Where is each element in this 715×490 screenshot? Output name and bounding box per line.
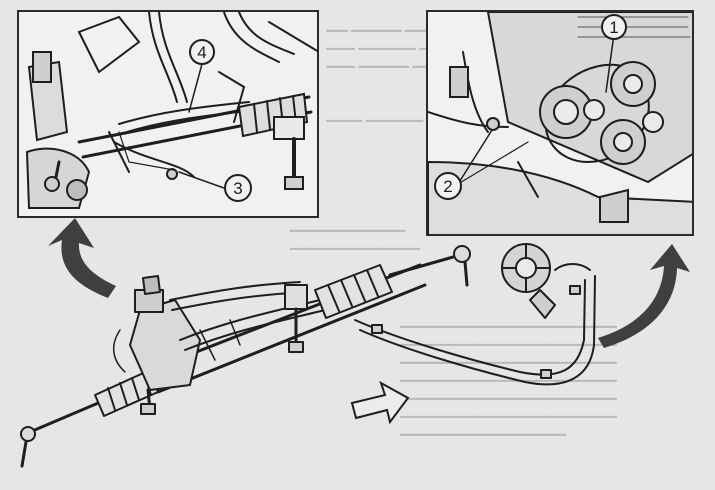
- faded-page-text: ━━━ ━━━━━━━ ━━━━━━━━ ━━━━━━━━ ━━━━━━━━━━…: [326, 24, 426, 128]
- faded-page-text: ━━━━━━━━━━━━━━━━━━━━━━━━━━━━━━━━━━: [290, 224, 421, 256]
- callout-2: 2: [434, 172, 462, 200]
- inset-pump-mount-detail: 1 2: [426, 10, 694, 236]
- faded-page-text: ━━━━━━━━━━━━━━━━━━━━━━━━━━━━━━━━━━━━━━━━…: [400, 320, 617, 442]
- callout-3: 3: [224, 174, 252, 202]
- callout-1-label: 1: [609, 18, 618, 37]
- rack-mount-drawing: 4 3: [25, 12, 317, 209]
- callout-4: 4: [189, 39, 215, 65]
- direction-arrow-icon: [350, 380, 410, 425]
- callout-4-label: 4: [197, 43, 206, 62]
- pointer-arrow-right-icon: [598, 244, 690, 348]
- callout-2-label: 2: [443, 177, 452, 196]
- inset-rack-mount-detail: 4 3: [17, 10, 319, 218]
- pump-mount-drawing: 1 2: [428, 12, 692, 234]
- pointer-arrow-left-icon: [48, 218, 116, 298]
- steering-rack: [20, 243, 596, 468]
- callout-3-label: 3: [233, 179, 242, 198]
- callout-1: 1: [601, 14, 627, 40]
